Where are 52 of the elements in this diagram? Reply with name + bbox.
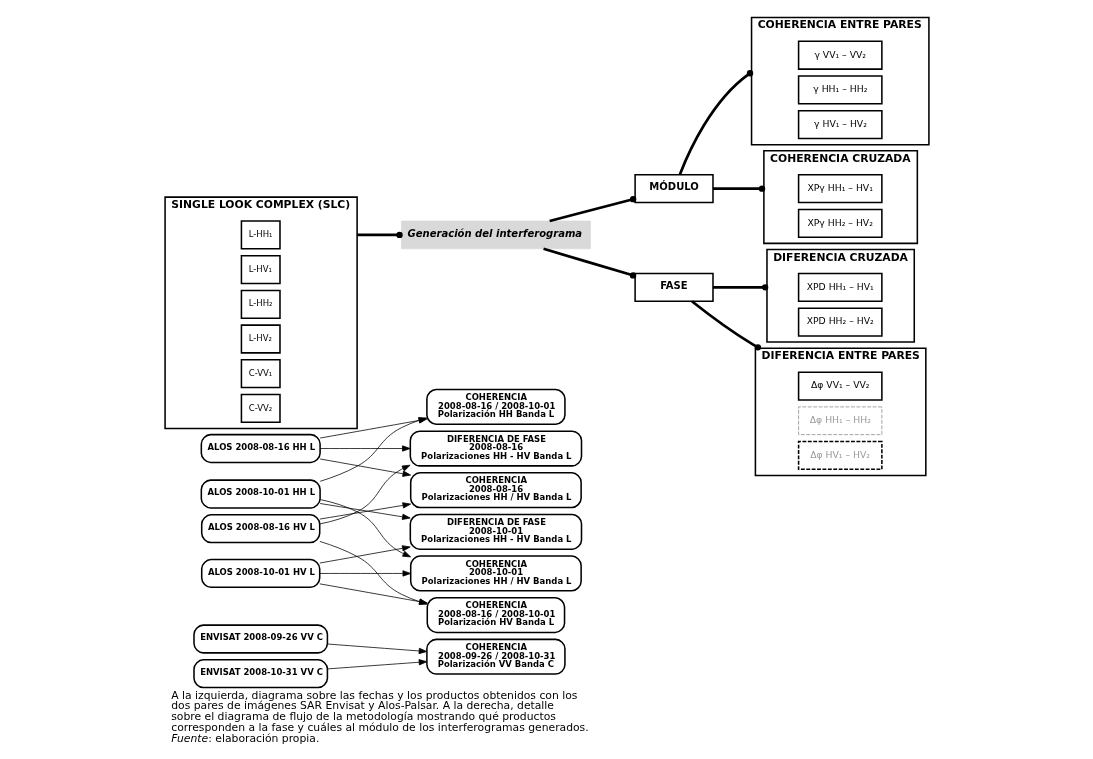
node-box: COHERENCIA 2008-10-01 Polarizaciones HH / HV Banda L — [409, 555, 582, 592]
node-box: MÓDULO — [633, 174, 714, 204]
node-box: ALOS 2008-08-16 HH L — [200, 433, 321, 464]
node-box: γ VV₁ – VV₂ — [797, 40, 883, 70]
connector — [356, 231, 403, 239]
node-box: ENVISAT 2008-09-26 VV C — [192, 624, 328, 654]
node-box: XPγ HH₂ – HV₂ — [797, 208, 883, 238]
arrow — [318, 570, 411, 577]
node-box: ALOS 2008-08-16 HV L — [200, 514, 320, 544]
node-box: γ HV₁ – HV₂ — [797, 110, 883, 140]
arrow — [319, 464, 410, 525]
node-box: COHERENCIA 2008-08-16 Polarizaciones HH / HV Banda L — [409, 472, 582, 509]
connector — [690, 300, 761, 351]
connector — [678, 70, 753, 176]
node-box: XPD HH₁ – HV₁ — [797, 272, 883, 302]
connector — [542, 247, 636, 279]
node-box: ALOS 2008-10-01 HV L — [200, 558, 320, 589]
node-box: Generación del interferograma — [400, 220, 591, 250]
node-box: XPD HH₂ – HV₂ — [797, 307, 883, 337]
node-box: C-VV₁ — [240, 359, 281, 389]
node-box: Δφ HH₁ – HH₂ — [797, 406, 882, 436]
node-box: COHERENCIA 2008-09-26 / 2008-10-31 Polarización VV Banda C — [425, 638, 566, 675]
arrow — [318, 583, 428, 605]
connector — [712, 185, 765, 192]
node-box: γ HH₁ – HH₂ — [797, 75, 883, 105]
arrow — [319, 541, 428, 605]
arrow — [326, 659, 427, 670]
node-box: FASE — [633, 272, 714, 302]
arrow — [319, 458, 411, 477]
node-box: ENVISAT 2008-10-31 VV C — [192, 659, 328, 689]
node-box: L-HH₁ — [240, 220, 281, 250]
node-box: DIFERENCIA DE FASE 2008-08-16 Polarizaciones HH - HV Banda L — [409, 430, 582, 467]
arrow — [318, 545, 411, 564]
arrow — [319, 417, 427, 439]
node-box: L-HH₂ — [240, 289, 281, 319]
connector — [712, 284, 768, 291]
node-box: C-VV₂ — [240, 393, 281, 424]
node-box: ALOS 2008-10-01 HH L — [200, 479, 321, 509]
arrow — [319, 499, 411, 558]
arrow — [326, 643, 427, 655]
node-box: L-HV₂ — [240, 324, 281, 354]
node-box: Δφ VV₁ – VV₂ — [797, 371, 883, 401]
arrow — [319, 417, 427, 482]
connector — [548, 195, 636, 223]
arrow — [319, 445, 411, 452]
node-box: DIFERENCIA DE FASE 2008-10-01 Polarizaciones HH - HV Banda L — [409, 513, 582, 550]
node-box: XPγ HH₁ – HV₁ — [797, 174, 883, 204]
node-box: Δφ HV₁ – HV₂ — [797, 440, 883, 471]
node-box: L-HV₁ — [240, 254, 281, 285]
node-box: COHERENCIA 2008-08-16 / 2008-10-01 Polarización HV Banda L — [426, 596, 565, 634]
node-box: COHERENCIA 2008-08-16 / 2008-10-01 Polarización HH Banda L — [425, 388, 566, 425]
caption: A la izquierda, diagrama sobre las fechas y los productos obtenidos con los dos pares de imágenes SAR Envisat y Alos-Palsar. A la derecha, detalle sobre el diagrama de flujo de la metodología mostrando qué productos corresponden a la fase y cuáles al módulo de los interferogramas generados. Fuente: elaboración propia. — [170, 688, 589, 745]
